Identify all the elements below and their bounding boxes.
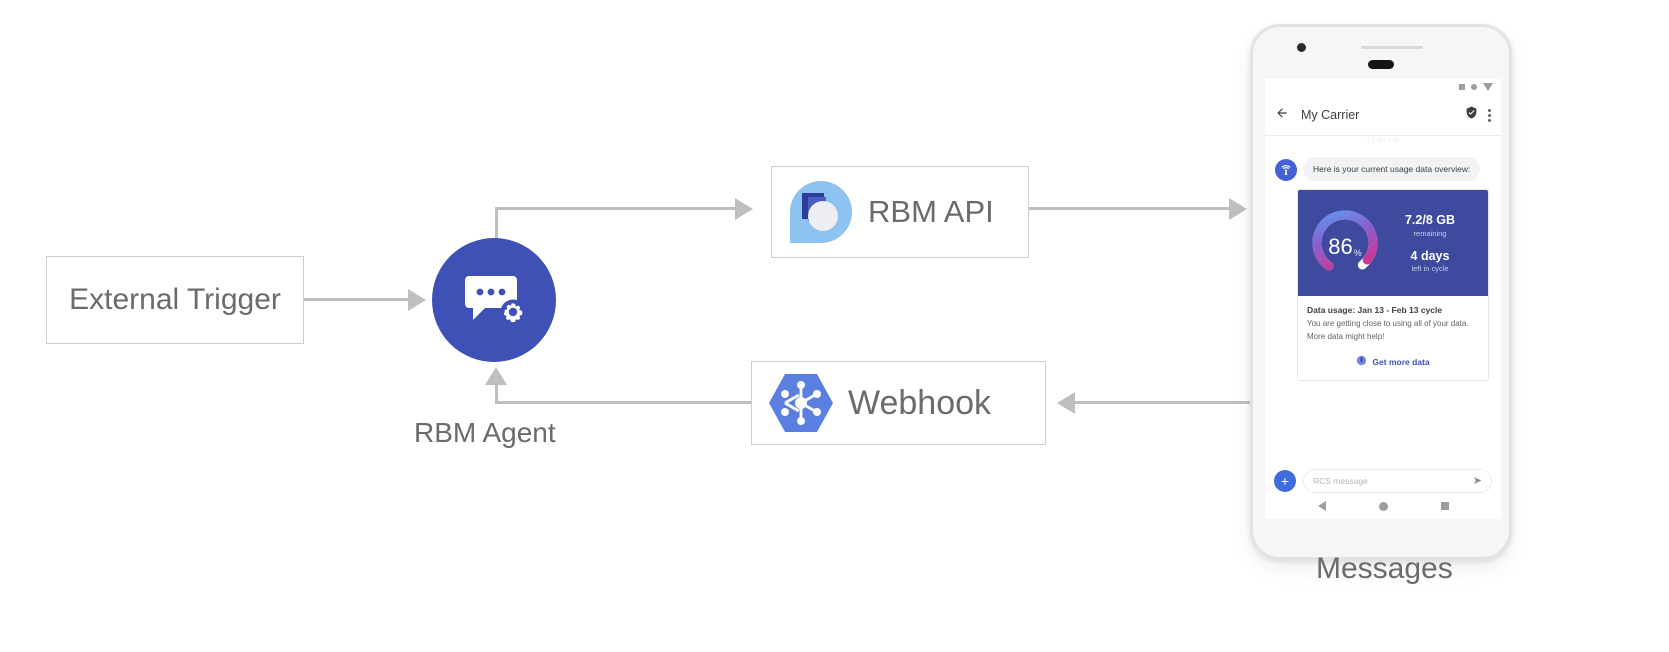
rbm-agent-label: RBM Agent: [414, 417, 556, 448]
arrowhead-api-to-phone: [1229, 198, 1247, 220]
circle-icon: [1471, 84, 1477, 90]
overflow-menu-icon[interactable]: [1488, 108, 1491, 122]
card-title: Data usage: Jan 13 - Feb 13 cycle: [1307, 305, 1443, 316]
conversation-thread: Here is your current usage data overview…: [1265, 145, 1501, 381]
card-description-line2: More data might help!: [1307, 332, 1385, 342]
verified-shield-icon[interactable]: [1465, 106, 1478, 124]
nav-home-icon[interactable]: [1378, 501, 1388, 511]
phone-volume-button[interactable]: [1510, 163, 1512, 207]
cell-tower-icon: [1275, 159, 1297, 182]
connector-webhook-up: [495, 385, 498, 403]
webhook-hexagon-icon: [768, 372, 834, 434]
connector-api-to-phone: [1029, 207, 1229, 210]
square-icon: [1459, 84, 1465, 90]
phone-power-button[interactable]: [1510, 123, 1512, 147]
phone-device: My Carrier 12:30 PM: [1250, 24, 1512, 560]
data-remaining-block: 7.2/8 GB remaining: [1405, 213, 1455, 237]
conversation-timestamp: 12:30 PM: [1366, 138, 1400, 145]
chat-gear-icon: [465, 276, 526, 325]
data-remaining-value: 7.2/8 GB: [1404, 213, 1456, 228]
globe-icon: [1356, 353, 1367, 371]
arrowhead-webhook-to-agent: [485, 367, 507, 385]
phone-screen: My Carrier 12:30 PM: [1265, 79, 1501, 519]
app-bar: My Carrier: [1265, 95, 1501, 136]
connector-phone-to-webhook: [1075, 401, 1255, 404]
nav-recents-icon[interactable]: [1440, 502, 1449, 510]
data-remaining-caption: remaining: [1413, 228, 1447, 238]
gauge-percent-unit: %: [1353, 248, 1362, 259]
card-description-line1: You are getting close to using all of yo…: [1307, 319, 1469, 329]
app-bar-title: My Carrier: [1301, 108, 1360, 122]
rcs-message-placeholder: RCS message: [1313, 476, 1368, 486]
nav-back-icon[interactable]: [1317, 501, 1326, 511]
earpiece-speaker: [1368, 60, 1394, 69]
rcs-message-input[interactable]: RCS message ➤: [1303, 469, 1492, 493]
rbm-agent-node[interactable]: [432, 238, 556, 362]
rbm-api-icon: [788, 179, 854, 245]
external-trigger-label: External Trigger: [69, 283, 281, 316]
send-icon[interactable]: ➤: [1472, 474, 1482, 487]
usage-gauge: 86 %: [1308, 206, 1382, 280]
back-arrow-icon[interactable]: [1275, 106, 1289, 125]
status-bar: [1265, 79, 1501, 95]
front-camera-icon: [1297, 43, 1306, 52]
days-left-block: 4 days left in cycle: [1411, 249, 1450, 273]
card-hero: 86 % 7.2/8 GB remaining 4 days lef: [1298, 190, 1488, 297]
triangle-down-icon: [1483, 83, 1493, 91]
rbm-api-node[interactable]: RBM API: [771, 166, 1029, 258]
message-composer: + RCS message ➤: [1265, 469, 1501, 493]
app-bar-actions: [1465, 106, 1491, 124]
arrowhead-trigger-to-agent: [408, 289, 426, 311]
message-row: Here is your current usage data overview…: [1275, 157, 1491, 182]
card-hero-stats: 7.2/8 GB remaining 4 days left in cycle: [1382, 213, 1478, 273]
system-nav-bar: [1265, 493, 1501, 519]
gauge-value: 86 %: [1308, 206, 1382, 280]
get-more-data-label: Get more data: [1372, 356, 1430, 367]
connector-agent-up: [495, 207, 498, 247]
messages-caption: Messages: [1316, 552, 1453, 585]
connector-trigger-to-agent: [304, 298, 408, 301]
webhook-label: Webhook: [848, 383, 992, 422]
arrowhead-phone-to-webhook: [1057, 392, 1075, 414]
connector-agent-to-api: [495, 207, 735, 210]
card-body: Data usage: Jan 13 - Feb 13 cycle You ar…: [1298, 296, 1488, 380]
days-left-value: 4 days: [1410, 248, 1450, 263]
external-trigger-node[interactable]: External Trigger: [46, 256, 304, 344]
gauge-percent: 86: [1328, 234, 1353, 260]
rich-card[interactable]: 86 % 7.2/8 GB remaining 4 days lef: [1297, 189, 1489, 381]
rbm-api-label: RBM API: [868, 194, 994, 229]
connector-webhook-to-agent: [495, 401, 751, 404]
webhook-node[interactable]: Webhook: [751, 361, 1046, 445]
phone-sensor-strip: [1361, 46, 1423, 49]
days-left-caption: left in cycle: [1411, 264, 1449, 274]
arrowhead-agent-to-api: [735, 198, 753, 220]
message-bubble: Here is your current usage data overview…: [1303, 157, 1481, 182]
get-more-data-button[interactable]: Get more data: [1307, 344, 1479, 374]
plus-icon[interactable]: +: [1274, 470, 1296, 492]
